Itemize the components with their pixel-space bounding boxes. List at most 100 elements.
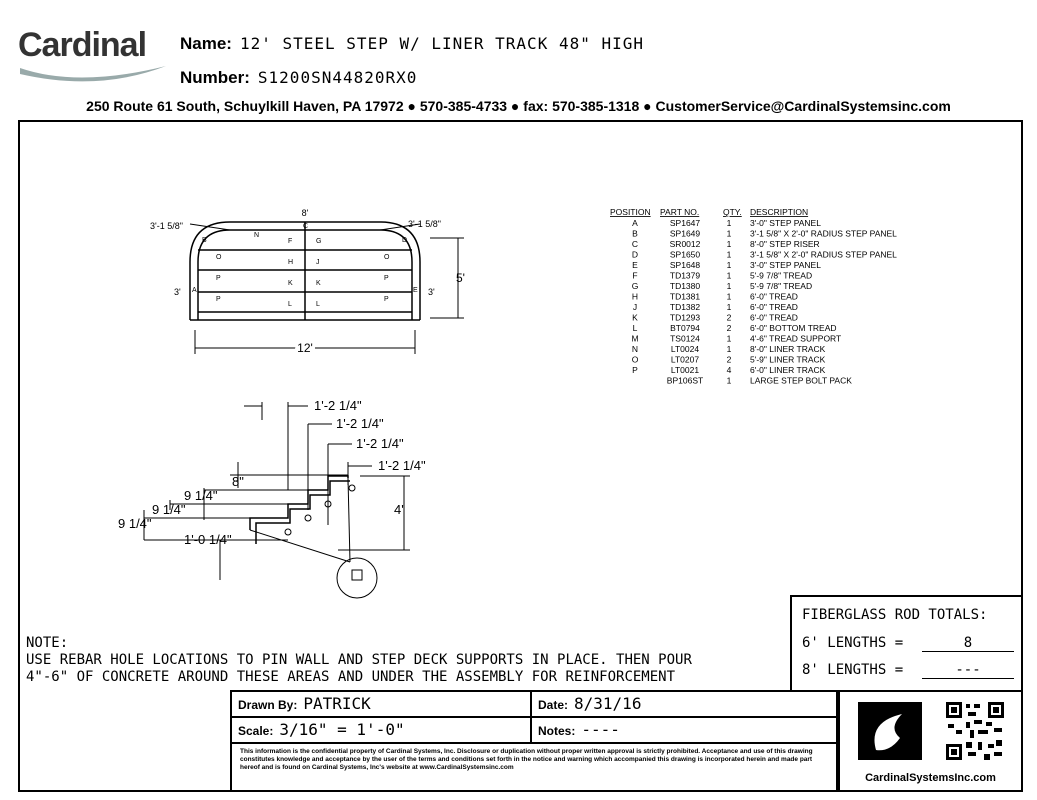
- run-2-label: 1'-2 1/4": [336, 416, 384, 431]
- parts-cell: 3'-0" STEP PANEL: [750, 218, 821, 228]
- drawing-number: Number:S1200SN44820RX0: [180, 68, 418, 87]
- parts-cell: 1: [727, 344, 732, 354]
- label-l-left: L: [288, 301, 292, 308]
- date-value: 8/31/16: [574, 694, 642, 713]
- parts-cell: TD1293: [670, 313, 701, 323]
- drawn-by-label: Drawn By:: [238, 698, 298, 712]
- eight-lengths-value: ---: [922, 662, 1014, 679]
- label-l-right: L: [316, 301, 320, 308]
- label-p-2: P: [384, 275, 389, 282]
- parts-cell: K: [632, 313, 638, 323]
- parts-cell: BP106ST: [667, 376, 703, 386]
- parts-cell: 3'-1 5/8" X 2'-0" RADIUS STEP PANEL: [750, 229, 897, 239]
- drawn-by-value: PATRICK: [303, 694, 371, 713]
- parts-cell: 1: [727, 302, 732, 312]
- parts-cell: 3'-1 5/8" X 2'-0" RADIUS STEP PANEL: [750, 250, 897, 260]
- parts-cell: TD1379: [670, 271, 701, 281]
- parts-cell: H: [632, 292, 638, 302]
- label-e: E: [413, 287, 418, 294]
- parts-cell: SP1649: [670, 229, 701, 239]
- parts-cell: 1: [727, 218, 732, 228]
- dim-width-label: 12': [297, 341, 313, 355]
- parts-cell: 6'-0" LINER TRACK: [750, 365, 826, 375]
- scale-value: 3/16" = 1'-0": [279, 720, 405, 739]
- parts-cell: 3'-0" STEP PANEL: [750, 260, 821, 270]
- run-3-label: 1'-2 1/4": [356, 436, 404, 451]
- dim-right-side-label: 3': [428, 287, 435, 297]
- note-title: NOTE:: [26, 635, 69, 651]
- label-p-1: P: [216, 275, 221, 282]
- parts-cell: TD1382: [670, 302, 701, 312]
- parts-cell: TD1381: [670, 292, 701, 302]
- parts-cell: SP1647: [670, 218, 701, 228]
- dim-right-radius-label: 3'-1 5/8": [408, 219, 441, 229]
- notes-value: ----: [581, 720, 620, 739]
- parts-cell: C: [632, 239, 638, 249]
- parts-cell: SR0012: [670, 239, 701, 249]
- parts-cell: 2: [727, 355, 732, 365]
- parts-cell: M: [631, 334, 638, 344]
- parts-cell: 1: [727, 250, 732, 260]
- qr-code-icon: [944, 700, 1006, 762]
- six-lengths-value: 8: [922, 635, 1014, 652]
- parts-cell: G: [632, 281, 639, 291]
- dim-height-label: 5': [456, 271, 465, 285]
- parts-cell: 1: [727, 229, 732, 239]
- parts-cell: 8'-0" LINER TRACK: [750, 344, 826, 354]
- parts-cell: B: [632, 229, 638, 239]
- parts-cell: 1: [727, 334, 732, 344]
- parts-cell: 4'-6" TREAD SUPPORT: [750, 334, 841, 344]
- parts-cell: 1: [727, 292, 732, 302]
- label-p-3: P: [216, 296, 221, 303]
- label-p-4: P: [384, 296, 389, 303]
- rod-totals-title: FIBERGLASS ROD TOTALS:: [802, 607, 988, 623]
- parts-cell: 6'-0" TREAD: [750, 292, 798, 302]
- run-1-label: 1'-2 1/4": [314, 398, 362, 413]
- dim-left-radius-label: 3'-1 5/8": [150, 221, 183, 231]
- parts-cell: 6'-0" BOTTOM TREAD: [750, 323, 837, 333]
- cardinal-logo-icon: [858, 702, 922, 760]
- header-position: POSITION: [610, 207, 651, 217]
- scale-label: Scale:: [238, 724, 274, 738]
- parts-cell: N: [632, 344, 638, 354]
- parts-cell: P: [632, 365, 638, 375]
- label-f: F: [288, 238, 292, 245]
- parts-cell: 8'-0" STEP RISER: [750, 239, 820, 249]
- parts-cell: 5'-9" LINER TRACK: [750, 355, 826, 365]
- drawing-name: Name:12' STEEL STEP W/ LINER TRACK 48" H…: [180, 34, 645, 53]
- header-qty: QTY.: [723, 207, 742, 217]
- company-logo: Cardinal: [18, 26, 147, 64]
- parts-cell: LT0207: [671, 355, 699, 365]
- parts-cell: TD1380: [670, 281, 701, 291]
- label-h: H: [288, 259, 293, 266]
- note-line-2: 4"-6" OF CONCRETE AROUND THESE AREAS AND…: [26, 669, 676, 685]
- parts-cell: 1: [727, 239, 732, 249]
- section-view: 1'-2 1/4" 1'-2 1/4" 1'-2 1/4" 1'-2 1/4" …: [118, 398, 426, 599]
- parts-cell: O: [632, 355, 639, 365]
- label-k-right: K: [316, 280, 321, 287]
- header-description: DESCRIPTION: [750, 207, 808, 217]
- rise-4-label: 9 1/4": [118, 516, 152, 531]
- legal-notice: This information is the confidential pro…: [240, 748, 813, 771]
- label-b: B: [202, 237, 207, 244]
- label-k-left: K: [288, 280, 293, 287]
- parts-cell: J: [633, 302, 637, 312]
- eight-lengths-label: 8' LENGTHS =: [802, 662, 904, 678]
- label-o-left: O: [216, 254, 222, 261]
- parts-cell: 1: [727, 271, 732, 281]
- note-block: NOTE: USE REBAR HOLE LOCATIONS TO PIN WA…: [26, 635, 692, 686]
- parts-cell: SP1648: [670, 260, 701, 270]
- parts-cell: SP1650: [670, 250, 701, 260]
- parts-cell: F: [632, 271, 637, 281]
- label-d: D: [402, 237, 407, 244]
- parts-cell: 6'-0" TREAD: [750, 313, 798, 323]
- company-address: 250 Route 61 South, Schuylkill Haven, PA…: [86, 98, 951, 114]
- parts-cell: 1: [727, 281, 732, 291]
- dim-left-side-label: 3': [174, 287, 181, 297]
- run-4-label: 1'-2 1/4": [378, 458, 426, 473]
- rod-totals: FIBERGLASS ROD TOTALS: 6' LENGTHS = 8 8'…: [790, 595, 1023, 690]
- parts-cell: LARGE STEP BOLT PACK: [750, 376, 852, 386]
- rise-3-label: 9 1/4": [152, 502, 186, 517]
- label-j: J: [316, 259, 320, 266]
